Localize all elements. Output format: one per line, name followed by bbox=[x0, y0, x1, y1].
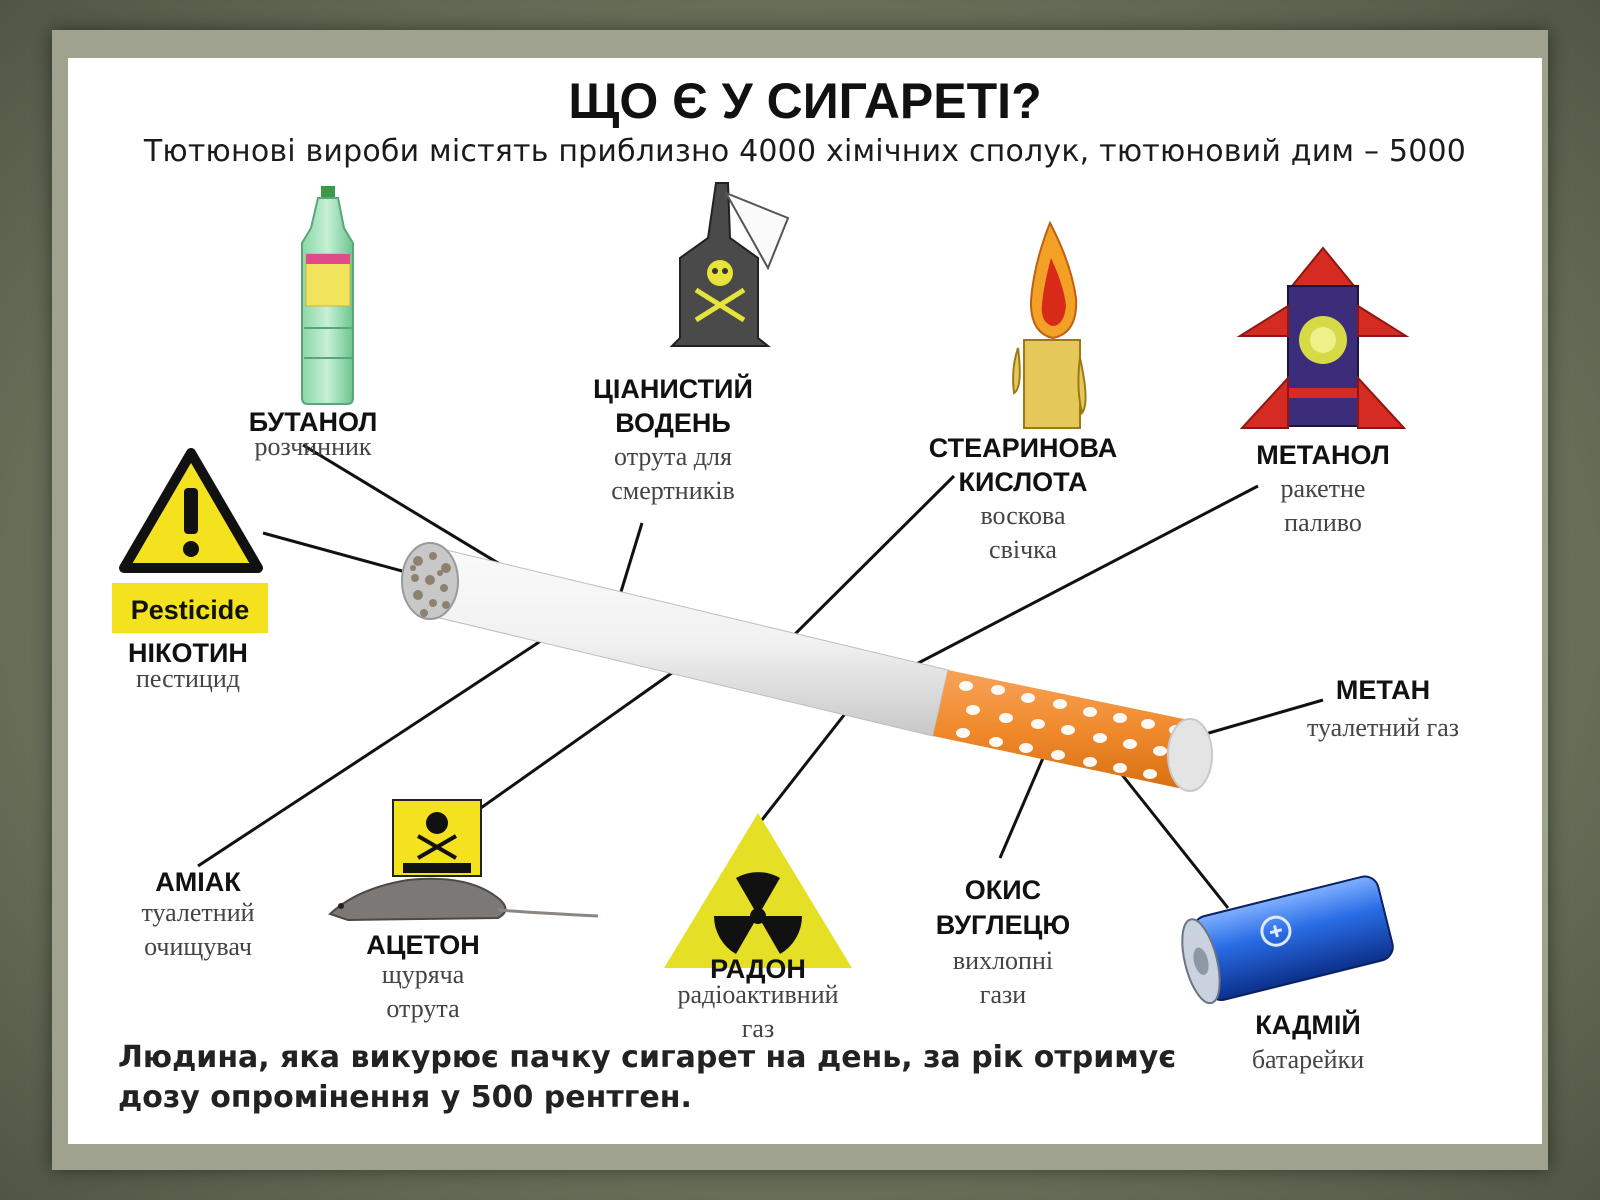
cadmium-name: КАДМІЙ bbox=[1255, 1010, 1361, 1040]
acetone-pointer bbox=[477, 668, 677, 812]
ammonia-use-1: туалетний bbox=[141, 898, 255, 927]
bottle-icon bbox=[301, 186, 354, 405]
methane-use: туалетний газ bbox=[1306, 713, 1460, 742]
acetone-name: АЦЕТОН bbox=[366, 930, 480, 960]
nicotine-use: пестицид bbox=[136, 664, 240, 693]
footer-line-2: дозу опромінення у 500 рентген. bbox=[118, 1080, 692, 1115]
cigarette-diagram: Pesticide bbox=[112, 182, 1410, 1005]
stearic-name-1: СТЕАРИНОВА bbox=[928, 433, 1118, 463]
radon-pointer bbox=[752, 709, 850, 831]
carbon-monoxide-use-1: вихлопні bbox=[952, 946, 1054, 975]
acetone-use-1: щуряча bbox=[381, 960, 465, 989]
rat-poison-icon bbox=[328, 799, 599, 922]
warning-icon bbox=[112, 448, 268, 633]
footer-note: Людина, яка викурює пачку сигарет на ден… bbox=[118, 1038, 1176, 1118]
methanol-pointer bbox=[902, 484, 1259, 673]
butanol-name: БУТАНОЛ bbox=[248, 407, 378, 437]
ammonia-use-2: очищувач bbox=[144, 932, 252, 961]
carbon-monoxide-name-2: ВУГЛЕЦЮ bbox=[935, 910, 1071, 940]
poison-bottle-icon bbox=[669, 182, 790, 347]
cadmium-use: батарейки bbox=[1251, 1045, 1365, 1074]
ammonia-pointer bbox=[197, 629, 557, 868]
cyanide-name-1: ЦІАНИСТИЙ bbox=[593, 374, 753, 404]
pointer-lines bbox=[197, 443, 1324, 909]
carbon-monoxide-use-2: гази bbox=[979, 980, 1027, 1009]
carbon-monoxide-pointer bbox=[998, 757, 1045, 859]
stearic-use-1: воскова bbox=[980, 501, 1066, 530]
stearic-name-2: КИСЛОТА bbox=[958, 467, 1088, 497]
candle-icon bbox=[1012, 220, 1087, 429]
methanol-use-2: паливо bbox=[1284, 508, 1362, 537]
acetone-use-2: отрута bbox=[386, 994, 460, 1023]
nicotine-name: НІКОТИН bbox=[128, 638, 248, 668]
stearic-use-2: свічка bbox=[989, 535, 1057, 564]
cyanide-use-1: отрута для bbox=[614, 442, 732, 471]
butanol-use: розчинник bbox=[254, 432, 372, 461]
methane-pointer bbox=[1187, 698, 1324, 741]
methanol-name: МЕТАНОЛ bbox=[1256, 440, 1390, 470]
radon-name: РАДОН bbox=[710, 954, 806, 984]
radiation-icon bbox=[664, 813, 852, 968]
methanol-use-1: ракетне bbox=[1280, 474, 1366, 503]
cigarette bbox=[401, 542, 1213, 792]
page-title: ЩО Є У СИГАРЕТІ? bbox=[568, 73, 1042, 129]
cyanide-name-2: ВОДЕНЬ bbox=[615, 408, 731, 438]
methane-name: МЕТАН bbox=[1335, 675, 1431, 705]
tobacco-texture bbox=[410, 552, 451, 617]
rocket-icon bbox=[1236, 246, 1410, 429]
radon-use-2: газ bbox=[741, 1014, 775, 1043]
radon-use-1: радіоактивний bbox=[677, 980, 839, 1009]
battery-icon bbox=[1181, 875, 1394, 1005]
page-subtitle: Тютюнові вироби містять приблизно 4000 х… bbox=[143, 134, 1467, 169]
infographic-card: Pesticide ЩО bbox=[68, 58, 1542, 1144]
cyanide-use-2: смертників bbox=[611, 476, 735, 505]
footer-line-1: Людина, яка викурює пачку сигарет на ден… bbox=[118, 1040, 1177, 1075]
filter-dots bbox=[956, 681, 1183, 779]
carbon-monoxide-name-1: ОКИС bbox=[964, 875, 1042, 905]
stearic-pointer bbox=[776, 474, 956, 653]
nicotine-pointer bbox=[262, 531, 414, 576]
cigarette-paper bbox=[422, 547, 949, 737]
ammonia-name: АМІАК bbox=[155, 867, 241, 897]
filter-end bbox=[1167, 718, 1213, 792]
pesticide-label: Pesticide bbox=[131, 595, 250, 625]
butanol-pointer bbox=[302, 443, 532, 585]
